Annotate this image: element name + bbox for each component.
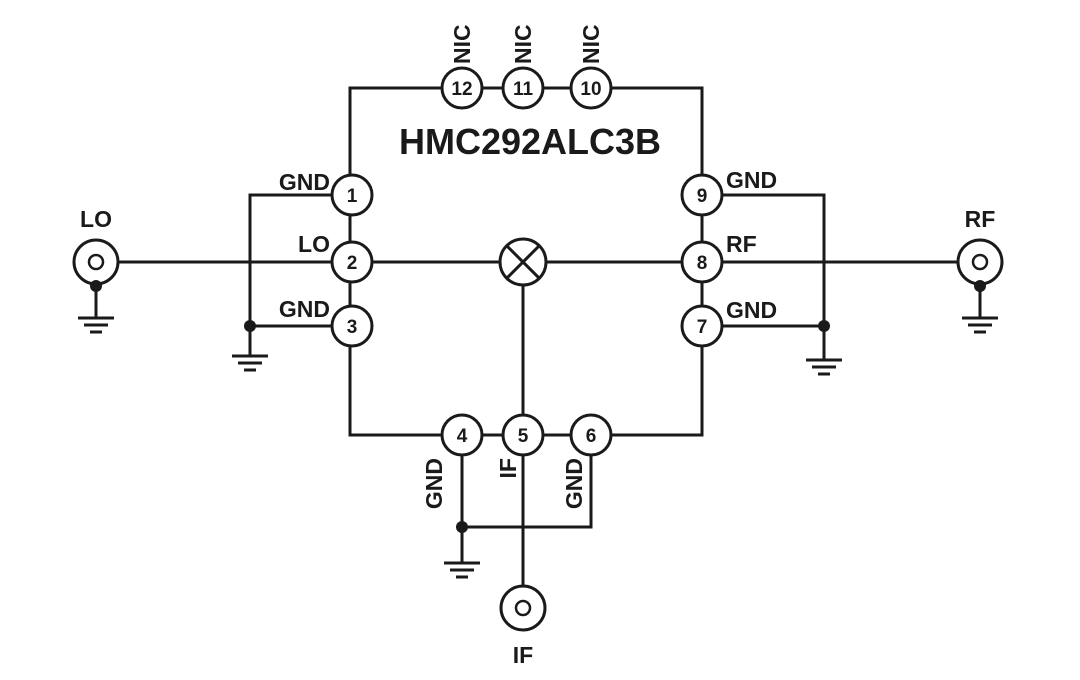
pin-3-number: 3 — [347, 317, 358, 338]
bottom-gnd-junction — [456, 521, 468, 533]
pin-7: 7 — [680, 304, 724, 348]
pin-1-number: 1 — [347, 186, 358, 207]
pin-3-label: GND — [279, 296, 330, 322]
pin-9: 9 — [680, 173, 724, 217]
left-gnd-junction — [244, 320, 256, 332]
pin-5-number: 5 — [518, 426, 529, 447]
right-gnd-wire — [720, 193, 826, 362]
pin-12-label: NIC — [449, 24, 475, 64]
pin-12: 12 — [440, 66, 484, 110]
pin-5: 5 — [501, 413, 545, 457]
pin-11-number: 11 — [513, 79, 534, 100]
if-port-label: IF — [513, 642, 533, 668]
lo-port-label: LO — [80, 206, 112, 232]
bottom-ground-symbol — [444, 561, 480, 579]
pin-8-label: RF — [726, 231, 757, 257]
left-ground-symbol — [232, 354, 268, 372]
pin-10: 10 — [569, 66, 613, 110]
pin-7-label: GND — [726, 297, 777, 323]
pin-9-number: 9 — [697, 186, 708, 207]
pin-11-label: NIC — [510, 24, 536, 64]
rf-connector — [956, 238, 1004, 334]
mixer-symbol — [498, 237, 548, 287]
pin-4: 4 — [440, 413, 484, 457]
pin-9-label: GND — [726, 167, 777, 193]
pin-6-number: 6 — [586, 426, 597, 447]
pin-11: 11 — [501, 66, 545, 110]
pin-12-number: 12 — [451, 79, 472, 100]
pin6-gnd-wire — [460, 455, 593, 529]
pin-8-number: 8 — [697, 253, 708, 274]
pin-4-label: GND — [421, 458, 447, 509]
pin-1-label: GND — [279, 169, 330, 195]
chip-name: HMC292ALC3B — [399, 121, 661, 162]
if-connector — [499, 584, 547, 632]
pin-1: 1 — [330, 173, 374, 217]
pin-10-number: 10 — [580, 79, 601, 100]
rf-port-label: RF — [965, 206, 996, 232]
pin-6-label: GND — [561, 458, 587, 509]
pin-8: 8 — [680, 240, 724, 284]
lo-connector — [72, 238, 120, 334]
pin-2-label: LO — [298, 231, 330, 257]
pin-10-label: NIC — [578, 24, 604, 64]
left-gnd-wire — [248, 193, 332, 358]
right-ground-symbol — [806, 358, 842, 376]
pin-7-number: 7 — [697, 317, 708, 338]
pin-4-number: 4 — [457, 426, 468, 447]
pin-6: 6 — [569, 413, 613, 457]
right-gnd-junction — [818, 320, 830, 332]
pin-2: 2 — [330, 240, 374, 284]
pin-5-label: IF — [495, 458, 521, 478]
pin-2-number: 2 — [347, 253, 358, 274]
pin-3: 3 — [330, 304, 374, 348]
